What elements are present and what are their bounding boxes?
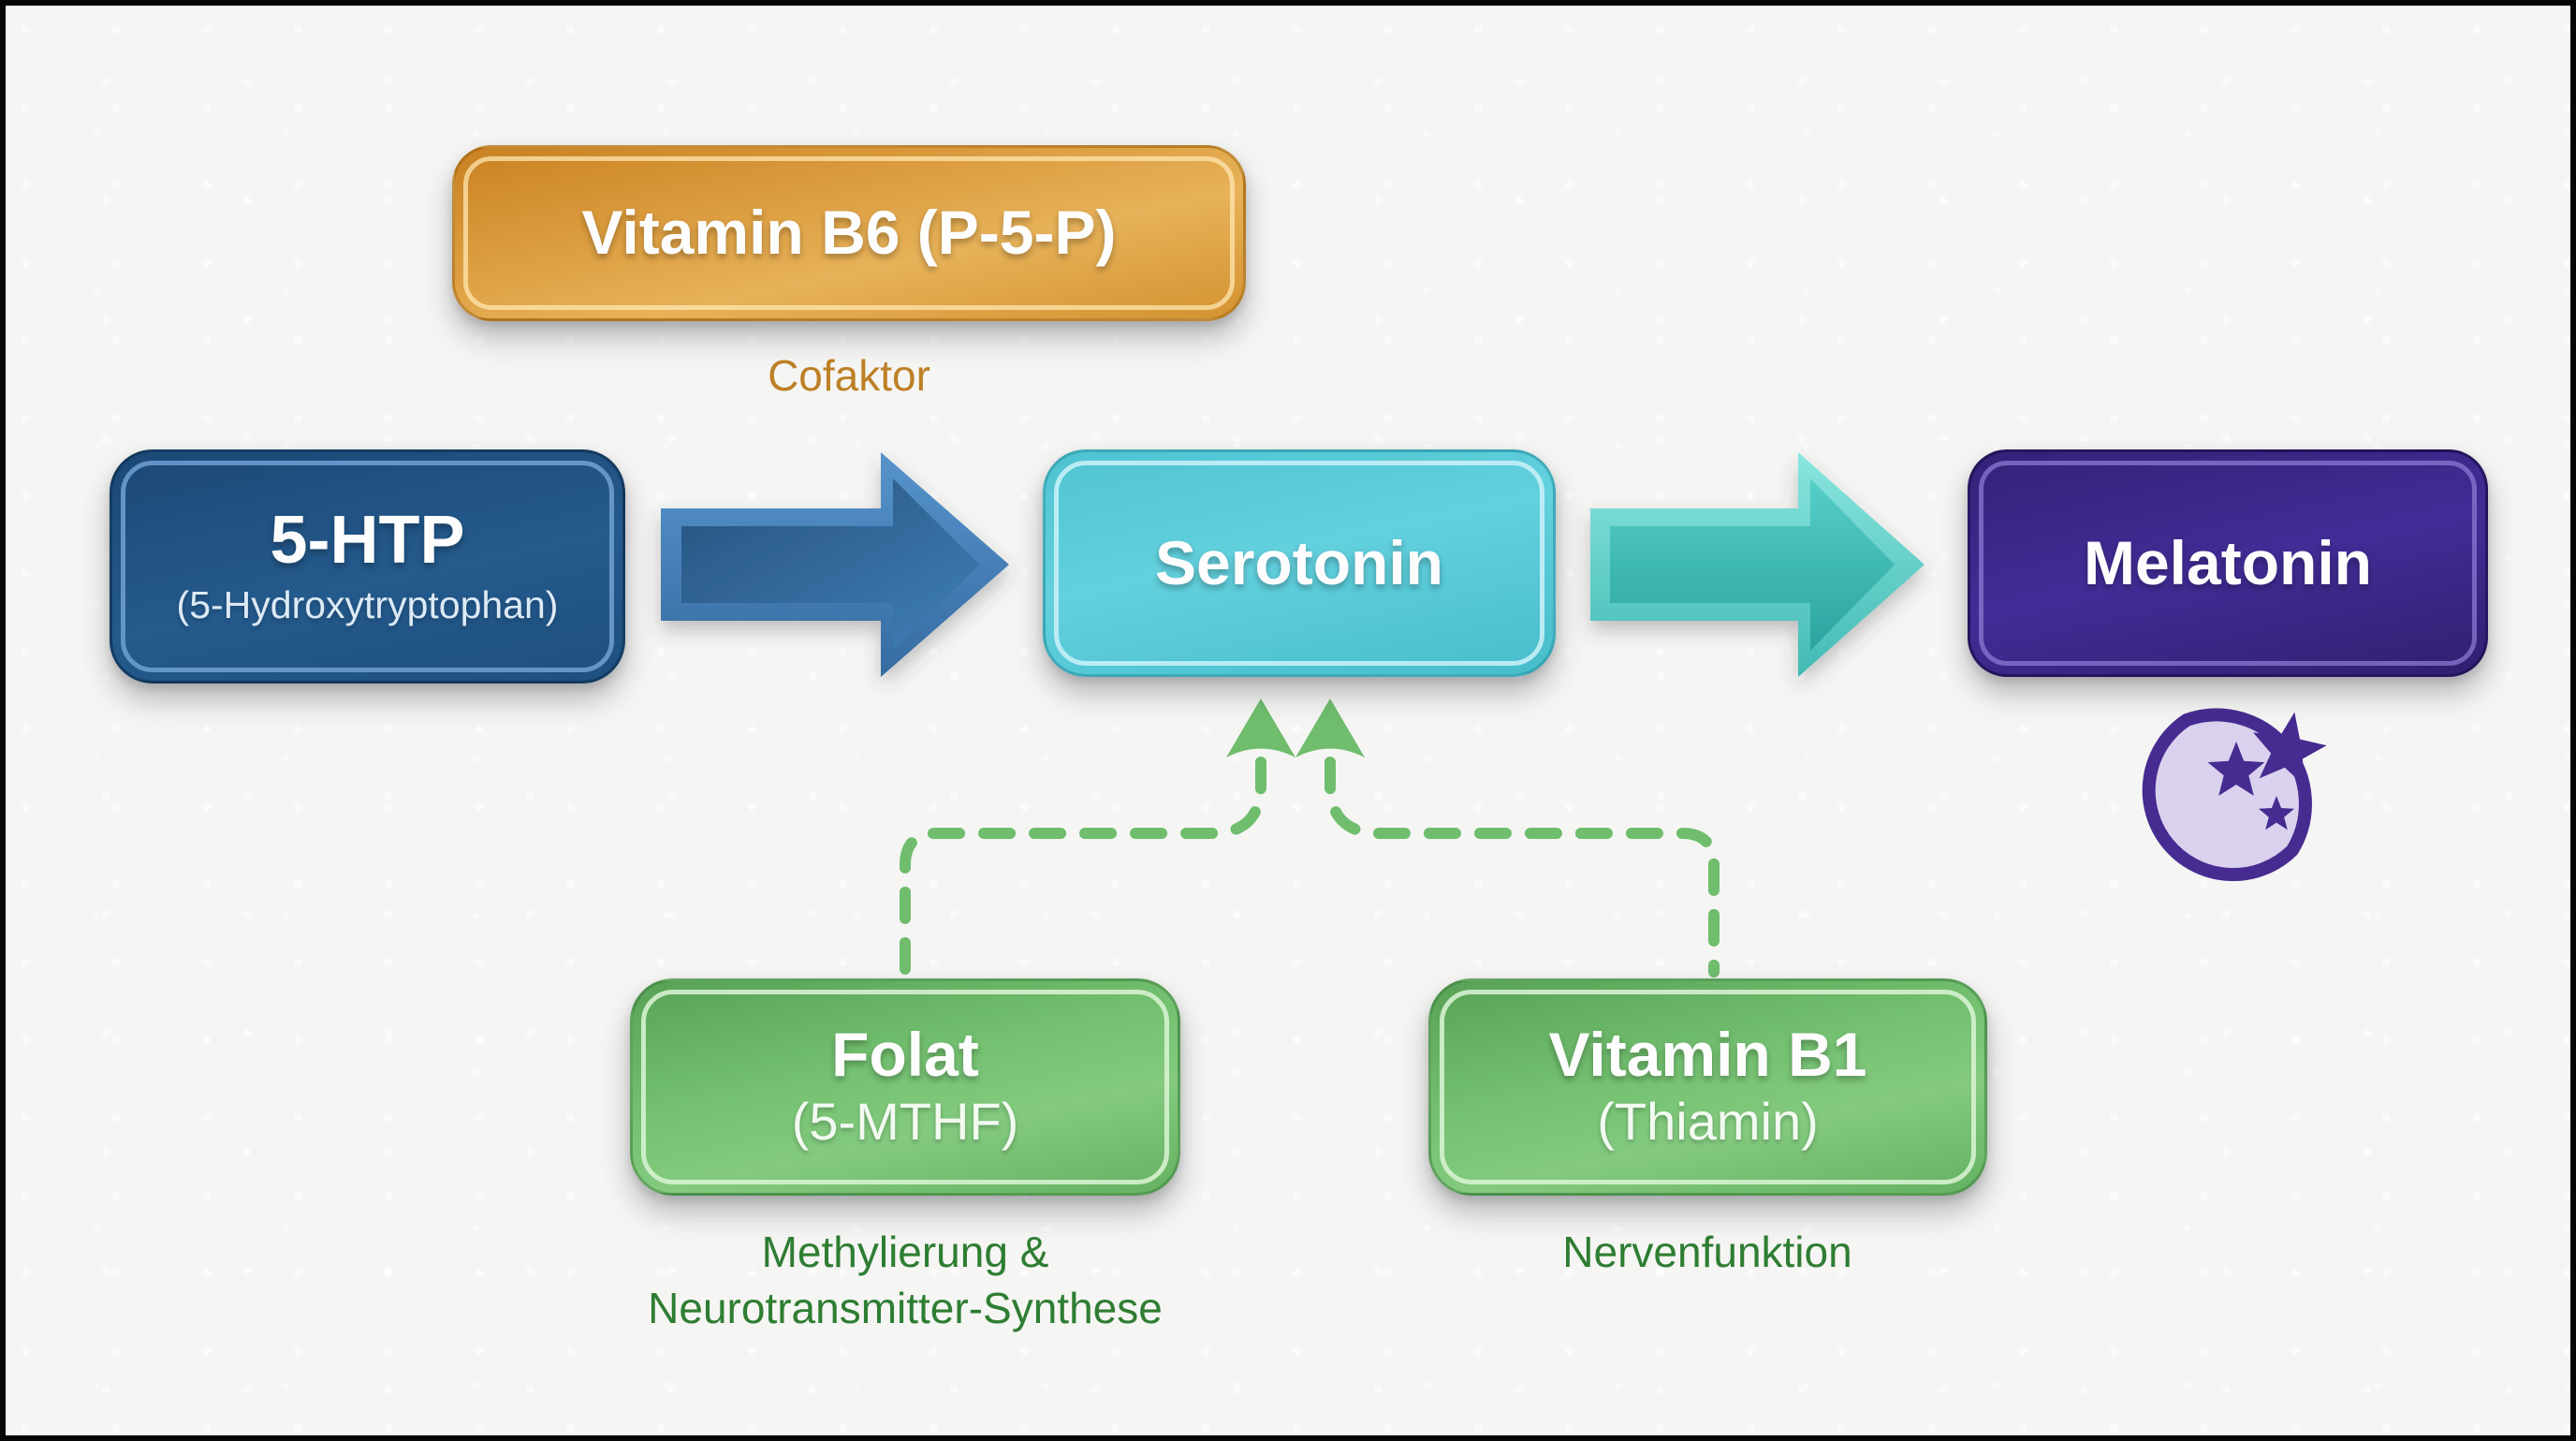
connector-layer <box>661 452 2327 978</box>
node-folat-sublabel: (5-MTHF) <box>791 1092 1019 1152</box>
node-melatonin: Melatonin <box>1968 449 2488 677</box>
node-5htp: 5-HTP (5-Hydroxytryptophan) <box>110 449 625 684</box>
star-icon <box>2259 796 2294 831</box>
arrow-5htp-to-serotonin-icon <box>661 452 1009 677</box>
annotation-nervenfunktion: Nervenfunktion <box>1562 1228 1852 1276</box>
annotation-cofaktor: Cofaktor <box>768 351 930 400</box>
node-folat: Folat (5-MTHF) <box>630 978 1180 1196</box>
node-5htp-label: 5-HTP <box>270 502 465 578</box>
node-vitamin-b6: Vitamin B6 (P-5-P) <box>452 145 1246 321</box>
node-vitamin-b6-label: Vitamin B6 (P-5-P) <box>581 198 1117 268</box>
star-icon <box>2207 742 2265 796</box>
connector-b1-to-serotonin <box>1295 698 1720 978</box>
node-vitamin-b1-label: Vitamin B1 <box>1548 1019 1867 1089</box>
arrowhead-up-icon <box>1295 698 1365 757</box>
node-5htp-sublabel: (5-Hydroxytryptophan) <box>176 583 559 627</box>
annotation-folat: Methylierung & Neurotransmitter-Synthese <box>648 1228 1163 1332</box>
moon-stars-icon <box>2142 708 2327 882</box>
arrow-serotonin-to-melatonin-icon <box>1590 452 1925 677</box>
star-icon <box>2252 712 2327 787</box>
node-vitamin-b1: Vitamin B1 (Thiamin) <box>1428 978 1987 1196</box>
node-melatonin-label: Melatonin <box>2084 527 2372 597</box>
node-vitamin-b1-sublabel: (Thiamin) <box>1597 1092 1819 1152</box>
node-serotonin-label: Serotonin <box>1155 527 1443 597</box>
node-folat-label: Folat <box>831 1019 979 1089</box>
connector-folat-to-serotonin <box>900 698 1295 978</box>
node-serotonin: Serotonin <box>1043 449 1556 677</box>
arrowhead-up-icon <box>1226 698 1295 757</box>
